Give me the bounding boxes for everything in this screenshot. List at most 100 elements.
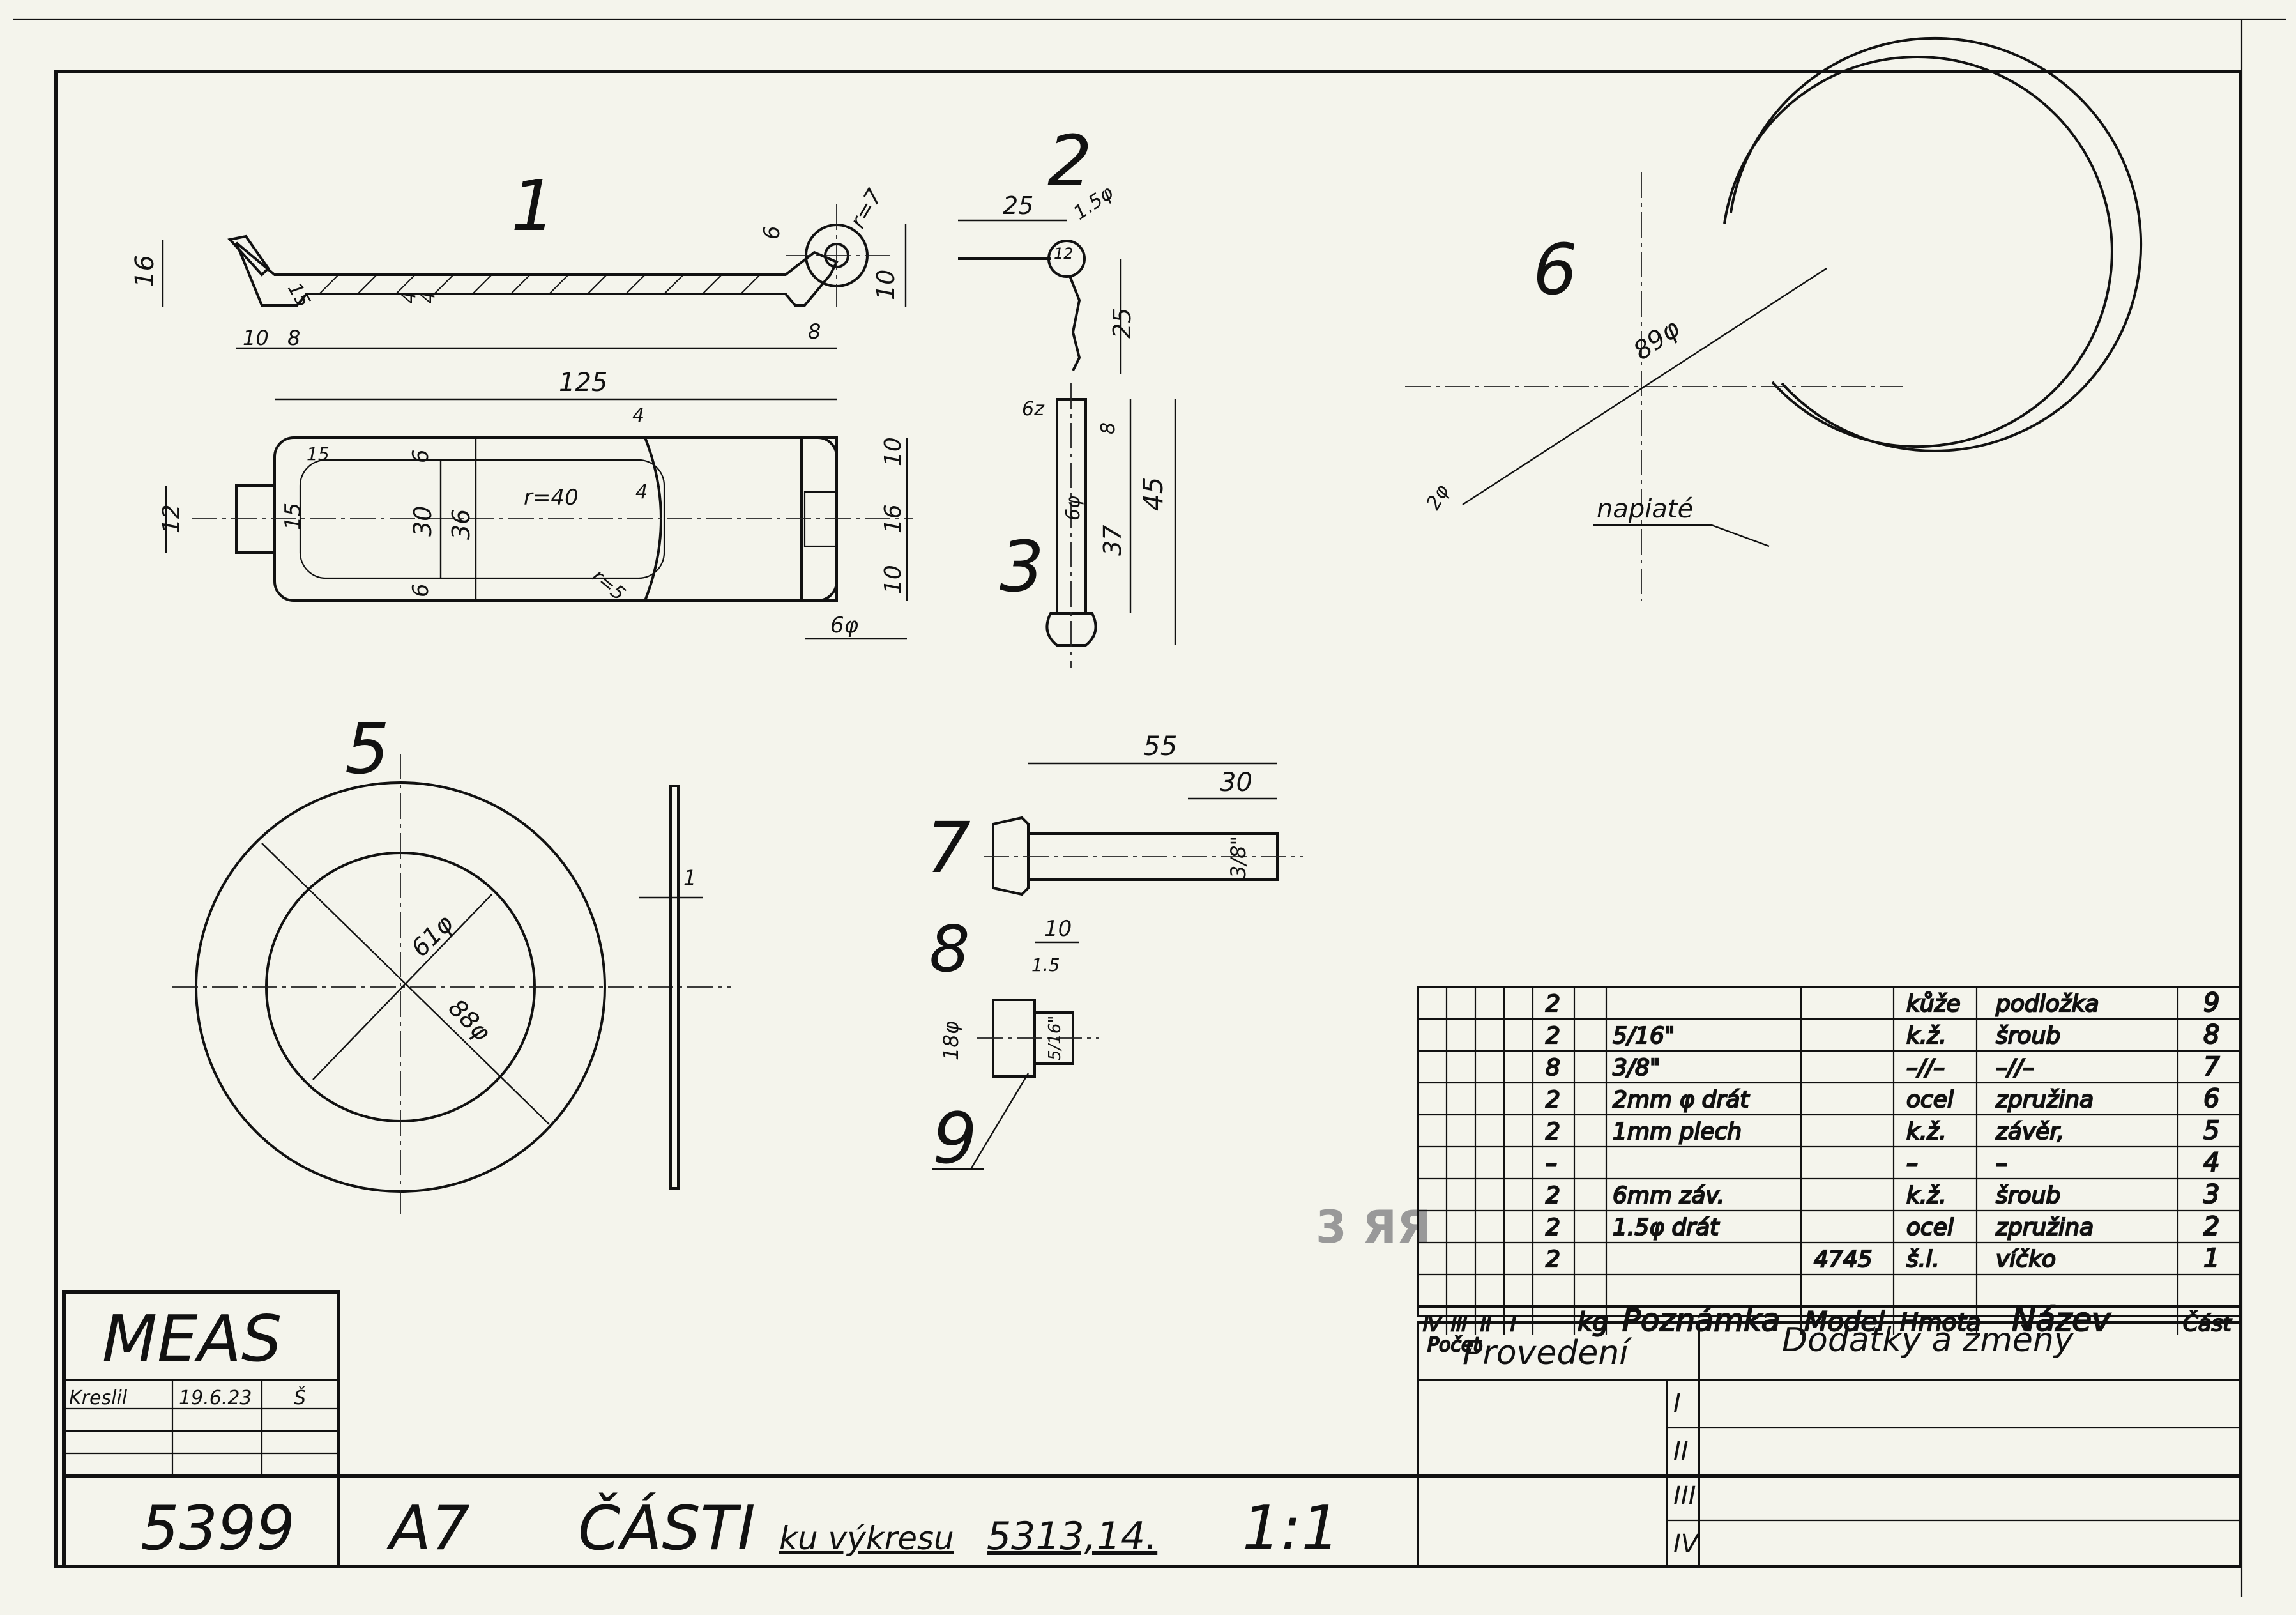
provedeni-label: Provedení bbox=[1463, 1334, 1632, 1372]
changes-block: Provedení Dodatky a změny I II III IV bbox=[1417, 1321, 2242, 1568]
bom-cell-pocet: – bbox=[1546, 1151, 1557, 1177]
dodatky-label: Dodatky a změny bbox=[1782, 1321, 2074, 1359]
p1-dim-4a: 4 bbox=[398, 291, 420, 303]
p1-dim-10d: 10 bbox=[880, 565, 906, 594]
part-7-drawing: 7 55 30 3/8" bbox=[926, 730, 1303, 896]
bom-cell-poznamka: 1mm plech bbox=[1613, 1119, 1742, 1145]
part-1-side-view bbox=[235, 241, 839, 307]
bom-cell-cast: 7 bbox=[2203, 1052, 2220, 1082]
part-5-inner-diameter bbox=[312, 894, 492, 1080]
p1-dim-15b: 15 bbox=[280, 503, 306, 530]
bom-cell-pocet: 2 bbox=[1546, 991, 1560, 1017]
bom-cell-hmota: š.l. bbox=[1906, 1246, 1940, 1273]
part-2-drawing: 2 25 1.5φ 12 25 bbox=[958, 120, 1136, 374]
bom-cell-model: 4745 bbox=[1814, 1246, 1873, 1273]
part-6-number: 6 bbox=[1533, 229, 1578, 310]
p5-dim-88phi: 88φ bbox=[443, 993, 496, 1046]
bom-cell-cast: 6 bbox=[2203, 1084, 2219, 1114]
p1-dim-8a: 8 bbox=[287, 326, 300, 350]
drawn-date: 19.6.23 bbox=[179, 1387, 252, 1409]
drawing-title: ČÁSTI bbox=[578, 1493, 756, 1564]
change-roman-4: IV bbox=[1673, 1529, 1700, 1559]
part-3-number: 3 bbox=[1000, 526, 1044, 608]
bom-cell-hmota: k.ž. bbox=[1906, 1119, 1947, 1145]
part-8-number: 8 bbox=[929, 912, 970, 986]
bom-cell-nazev: podložka bbox=[1995, 991, 2099, 1017]
drawing-number: 5399 bbox=[141, 1494, 295, 1564]
p1-dim-16: 16 bbox=[130, 255, 160, 287]
bom-cell-hmota: k.ž. bbox=[1906, 1183, 1947, 1209]
bom-cell-cast: 1 bbox=[2203, 1244, 2219, 1273]
p8-dim-10: 10 bbox=[1044, 916, 1072, 942]
bom-cell-pocet: 8 bbox=[1546, 1055, 1560, 1081]
p5-dim-1: 1 bbox=[683, 866, 696, 890]
bom-header-roman-2: II bbox=[1480, 1314, 1491, 1335]
kreslil-label: Kreslil bbox=[69, 1387, 128, 1409]
part-2-number: 2 bbox=[1047, 120, 1092, 202]
part-6-spring-outer bbox=[1730, 36, 2143, 452]
bom-cell-nazev: zpružina bbox=[1995, 1087, 2094, 1113]
bom-cell-pocet: 2 bbox=[1546, 1246, 1560, 1273]
bom-cell-pocet: 2 bbox=[1546, 1119, 1560, 1145]
bom-cell-nazev: šroub bbox=[1996, 1023, 2060, 1049]
ref-label: ku výkresu bbox=[779, 1520, 954, 1557]
p8-dim-18phi: 18φ bbox=[939, 1021, 963, 1060]
drawing-scale: 1:1 bbox=[1242, 1494, 1340, 1564]
part-6-spring-inner bbox=[1723, 56, 2113, 448]
bom-cell-poznamka: 3/8" bbox=[1613, 1055, 1661, 1081]
part-6-diameter bbox=[1462, 267, 1827, 506]
faded-stamp: 3 ЯЯ bbox=[1316, 1201, 1431, 1253]
bom-cell-hmota: –//– bbox=[1906, 1055, 1945, 1081]
bom-cell-nazev: –//– bbox=[1996, 1055, 2034, 1081]
p1-dim-10b: 10 bbox=[243, 326, 269, 350]
p5-dim-61phi: 61φ bbox=[406, 909, 459, 962]
p3-dim-6phi: 6φ bbox=[1062, 496, 1084, 521]
bom-cell-poznamka: 1.5φ drát bbox=[1613, 1214, 1720, 1241]
part-2-leg bbox=[1068, 275, 1081, 371]
part-5-number: 5 bbox=[345, 708, 390, 790]
bom-cell-nazev: závěr, bbox=[1995, 1119, 2064, 1145]
bom-cell-pocet: 2 bbox=[1546, 1087, 1560, 1113]
p8-dim-516: 5/16" bbox=[1045, 1016, 1065, 1060]
part-9-number: 9 bbox=[932, 1098, 977, 1179]
p1-dim-12: 12 bbox=[158, 504, 185, 533]
drawing-frame bbox=[54, 70, 2242, 1568]
bom-cell-hmota: – bbox=[1906, 1151, 1918, 1177]
part-1-number: 1 bbox=[511, 165, 556, 247]
part-5-side-view bbox=[669, 785, 680, 1190]
part-7-number: 7 bbox=[926, 807, 971, 889]
bom-cell-pocet: 2 bbox=[1546, 1214, 1560, 1241]
p3-dim-45: 45 bbox=[1137, 477, 1169, 511]
p1-dim-6phi: 6φ bbox=[830, 613, 859, 638]
part-1-hatching bbox=[319, 274, 761, 295]
bom-cell-nazev: šroub bbox=[1996, 1183, 2060, 1209]
p2-dim-25b: 25 bbox=[1108, 308, 1136, 339]
bom-cell-hmota: ocel bbox=[1906, 1087, 1954, 1113]
change-roman-3: III bbox=[1673, 1481, 1696, 1511]
part-5-drawing: 5 61φ 88φ 1 bbox=[172, 708, 731, 1214]
change-roman-2: II bbox=[1673, 1437, 1689, 1466]
p2-dim-25a: 25 bbox=[1003, 192, 1033, 220]
bom-cell-poznamka: 6mm záv. bbox=[1613, 1183, 1724, 1209]
p1-dim-4c: 4 bbox=[632, 404, 644, 427]
p1-dim-4b: 4 bbox=[417, 291, 439, 303]
p1-dim-8b: 8 bbox=[808, 319, 821, 344]
p1-dim-r7: r=7 bbox=[845, 185, 888, 233]
p1-dim-15c: 15 bbox=[307, 443, 330, 464]
p8-dim-15: 1.5 bbox=[1031, 954, 1060, 976]
bom-header-roman-3: I bbox=[1510, 1314, 1516, 1335]
p1-dim-30: 30 bbox=[409, 506, 437, 537]
sheet-format: A7 bbox=[386, 1494, 469, 1564]
p1-dim-6b: 6 bbox=[408, 449, 434, 463]
bom-cell-poznamka: 2mm φ drát bbox=[1613, 1087, 1750, 1113]
part-7-head bbox=[992, 816, 1030, 896]
bom-cell-poznamka: 5/16" bbox=[1613, 1023, 1675, 1049]
bom-cell-hmota: k.ž. bbox=[1906, 1023, 1947, 1049]
part-5-outer-diameter bbox=[261, 843, 550, 1125]
bom-cell-cast: 8 bbox=[2203, 1020, 2219, 1050]
part-6-drawing: 6 89φ 2φ napiaté bbox=[1405, 36, 2143, 601]
p1-dim-10c: 10 bbox=[880, 437, 906, 466]
p1-dim-6c: 6 bbox=[408, 583, 434, 597]
